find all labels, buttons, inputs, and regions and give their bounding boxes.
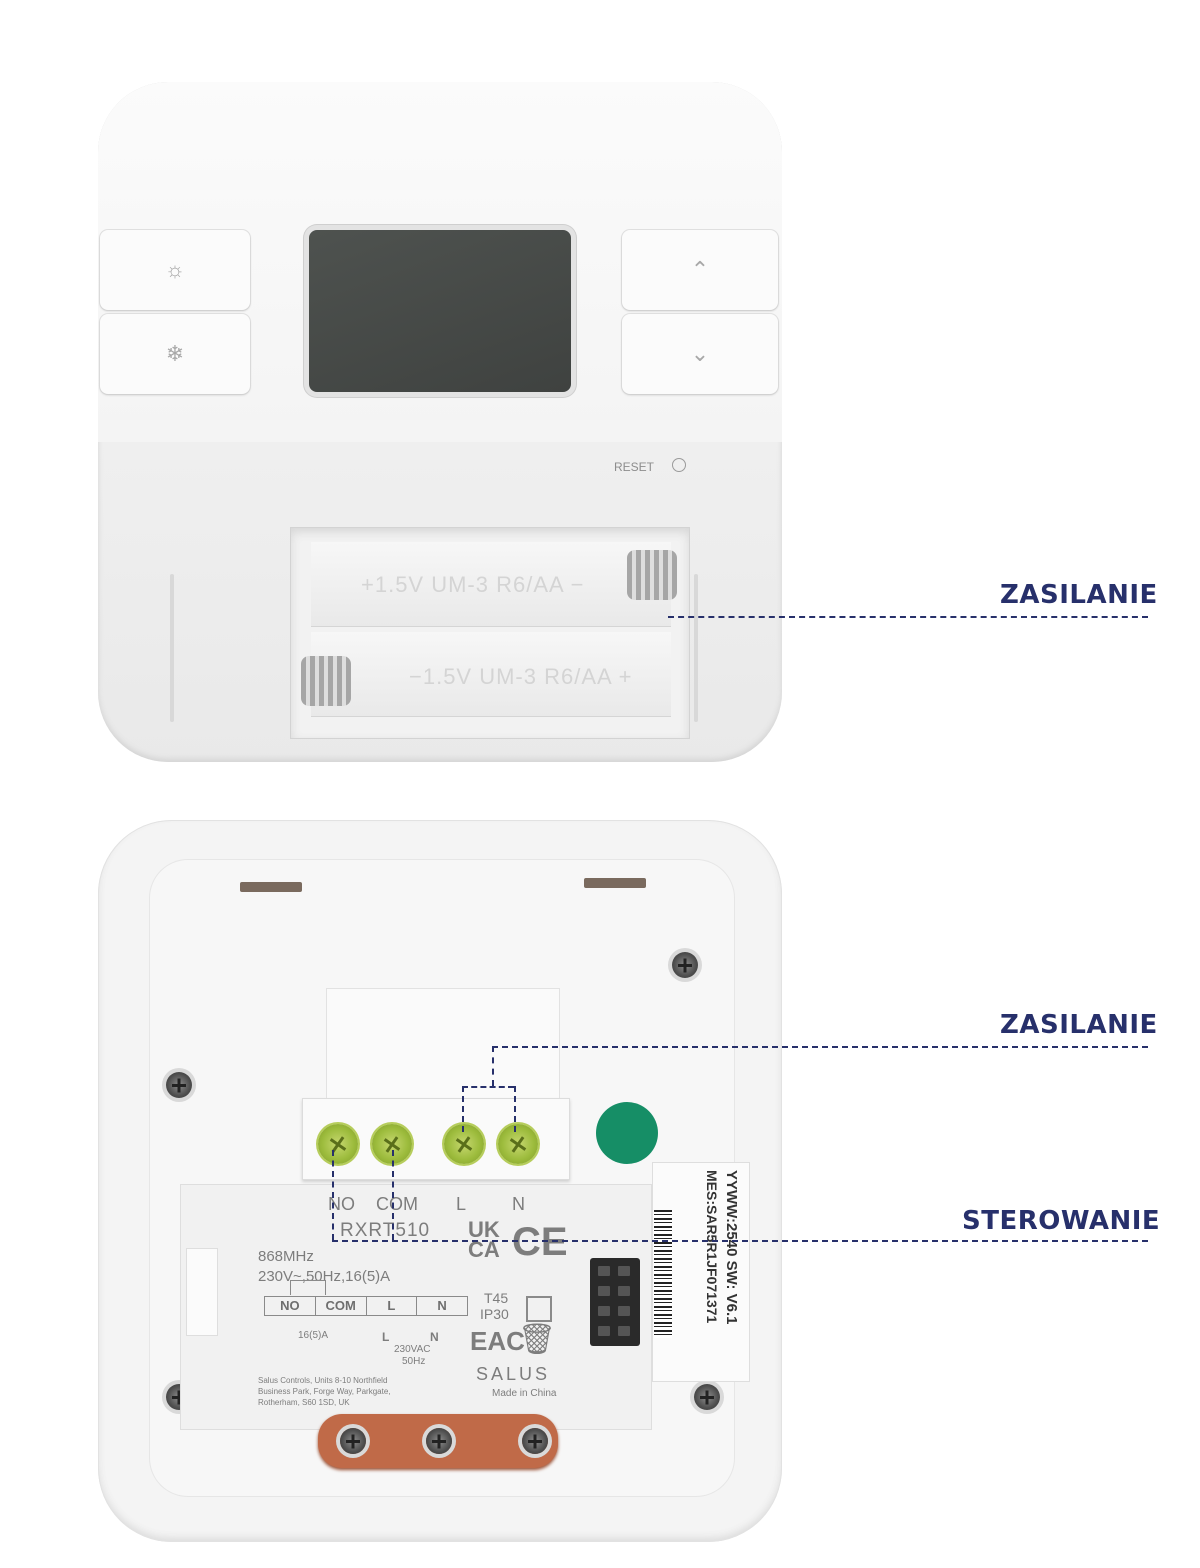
callout-power-bottom-l xyxy=(462,1086,464,1132)
barcode xyxy=(654,1210,672,1338)
address-line-1: Salus Controls, Units 8-10 Northfield xyxy=(258,1376,388,1385)
mount-tab-left xyxy=(240,882,302,892)
callout-power-bottom: ZASILANIE xyxy=(1000,1010,1158,1040)
callout-power-bottom-drop xyxy=(492,1046,494,1086)
terminal-label-l: L xyxy=(456,1194,467,1214)
battery-label-bottom: −1.5V UM-3 R6/AA + xyxy=(409,664,633,689)
snowflake-mode-button[interactable]: ❄ xyxy=(100,314,250,394)
terminal-label-no: NO xyxy=(328,1194,355,1214)
wiring-l-marker: L xyxy=(382,1330,390,1344)
wiring-n: N xyxy=(437,1298,447,1313)
brand-logo: SALUS xyxy=(476,1364,551,1384)
battery-compartment: +1.5V UM-3 R6/AA − −1.5V UM-3 R6/AA + xyxy=(290,527,690,739)
chevron-down-icon: ⌄ xyxy=(690,341,710,366)
ip30-mark: IP30 xyxy=(480,1306,509,1322)
chevron-up-icon: ⌃ xyxy=(690,257,710,282)
wiring-l: L xyxy=(367,1297,418,1315)
made-in-label: Made in China xyxy=(492,1388,557,1399)
snowflake-icon: ❄ xyxy=(165,341,185,366)
reset-button[interactable] xyxy=(672,458,686,472)
battery-label-top: +1.5V UM-3 R6/AA − xyxy=(361,572,585,597)
callout-power-bottom-line xyxy=(492,1046,1148,1048)
wiring-diagram-row: NO COM L N xyxy=(264,1296,468,1316)
callout-power-top-line xyxy=(668,616,1148,618)
left-slot xyxy=(170,574,174,722)
wiring-n-marker: N xyxy=(430,1330,439,1344)
reset-label: RESET xyxy=(614,460,655,474)
wiring-frequency: 50Hz xyxy=(402,1356,426,1367)
strain-relief-screw-middle xyxy=(426,1428,452,1454)
double-insulation-icon xyxy=(526,1296,552,1322)
callout-control: STEROWANIE xyxy=(962,1206,1161,1236)
wiring-no: NO xyxy=(265,1297,316,1315)
strain-relief-screw-left xyxy=(340,1428,366,1454)
wiring-voltage: 230VAC xyxy=(394,1344,431,1355)
up-button[interactable]: ⌃ xyxy=(622,230,778,310)
terminal-label-n: N xyxy=(512,1194,525,1214)
address-line-3: Rotherham, S60 1SD, UK xyxy=(258,1398,350,1407)
wiring-current: 16(5)A xyxy=(298,1330,329,1341)
mount-screw-bottom-right xyxy=(694,1384,720,1410)
mount-screw-top-right xyxy=(672,952,698,978)
battery-cell-bottom: −1.5V UM-3 R6/AA + xyxy=(311,632,671,717)
serial-sticker xyxy=(652,1162,750,1382)
battery-cell-top: +1.5V UM-3 R6/AA − xyxy=(311,542,671,627)
sticker-line-2: MES:SAR5R1JF071371 xyxy=(704,1170,720,1324)
rating-label-panel xyxy=(180,1184,652,1430)
address-line-2: Business Park, Forge Way, Parkgate, xyxy=(258,1387,391,1396)
frequency-label: 868MHz xyxy=(258,1248,314,1265)
sticker-line-1: YYWW:2540 SW: V6.1 xyxy=(723,1170,740,1325)
side-slot xyxy=(186,1248,218,1336)
terminal-label-com: COM xyxy=(376,1194,418,1214)
terminal-screw-no[interactable] xyxy=(318,1124,358,1164)
relay-symbol xyxy=(290,1280,326,1295)
callout-power-bottom-n xyxy=(514,1086,516,1132)
callout-power-bottom-bracket xyxy=(462,1086,514,1088)
sun-icon: ☼ xyxy=(164,257,186,282)
down-button[interactable]: ⌄ xyxy=(622,314,778,394)
callout-control-com xyxy=(392,1150,394,1240)
weee-bin-icon: 🗑 xyxy=(518,1323,557,1356)
programming-connector xyxy=(590,1258,640,1346)
ukca-mark: UK CA xyxy=(468,1217,500,1262)
right-slot xyxy=(694,574,698,722)
status-green-dot xyxy=(596,1102,658,1164)
sun-mode-button[interactable]: ☼ xyxy=(100,230,250,310)
battery-spring-top xyxy=(627,550,677,600)
callout-control-line xyxy=(332,1240,1148,1242)
terminal-cover xyxy=(326,988,560,1110)
t45-mark: T45 xyxy=(484,1290,509,1306)
callout-power-top: ZASILANIE xyxy=(1000,580,1158,610)
model-number: RXRT510 xyxy=(340,1220,431,1241)
strain-relief-screw-right xyxy=(522,1428,548,1454)
terminal-screw-n[interactable] xyxy=(498,1124,538,1164)
mount-tab-right xyxy=(584,878,646,888)
eac-mark: EAC xyxy=(470,1326,525,1356)
battery-spring-bottom xyxy=(301,656,351,706)
wiring-com: COM xyxy=(316,1297,367,1315)
lcd-display xyxy=(309,230,571,392)
mount-screw-left xyxy=(166,1072,192,1098)
ce-mark: CE xyxy=(512,1220,568,1264)
callout-control-no xyxy=(332,1150,334,1240)
terminal-screw-l[interactable] xyxy=(444,1124,484,1164)
